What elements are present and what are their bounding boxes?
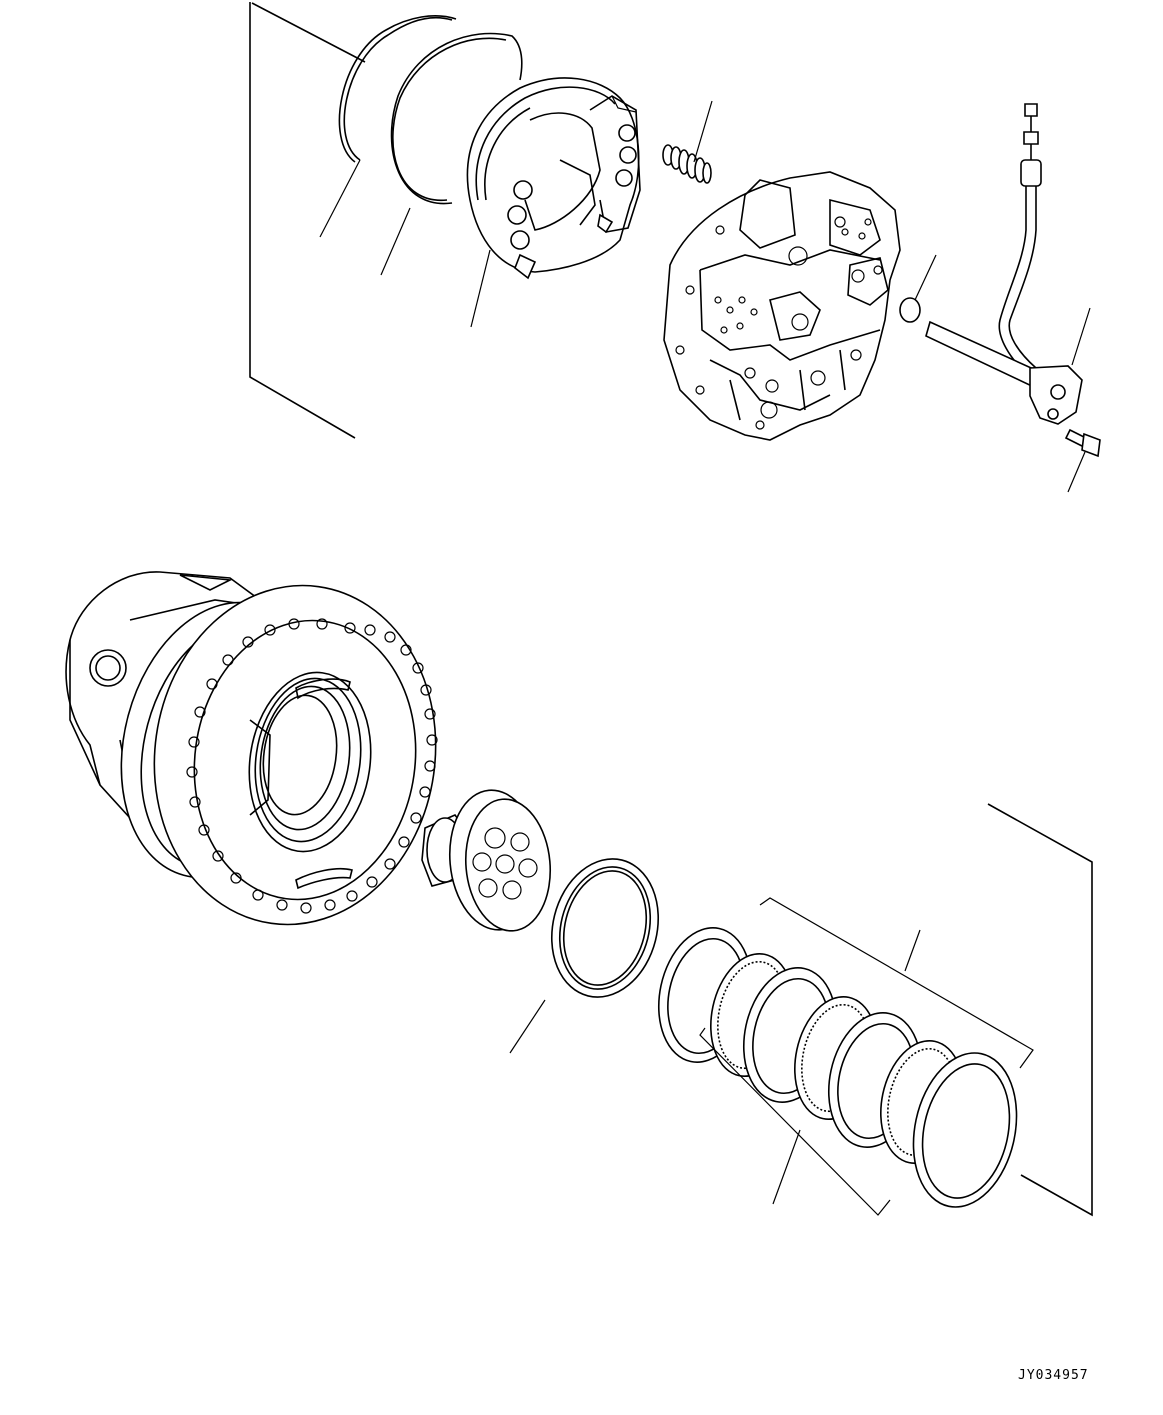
planet-carrier-part <box>422 786 556 934</box>
leader-lines-upper <box>320 101 1090 492</box>
disc-pack-part <box>647 919 1030 1217</box>
flange-bolt-holes <box>187 619 437 913</box>
spring-part <box>663 145 711 183</box>
speed-sensor-part <box>926 104 1082 424</box>
ring-inner-part <box>392 34 522 204</box>
leader-lines-lower <box>510 930 920 1204</box>
group-frame-upper <box>250 2 365 438</box>
o-ring-part <box>900 298 920 322</box>
group-frame-lower <box>988 804 1092 1215</box>
drawing-code-label: JY034957 <box>1018 1368 1089 1383</box>
brake-piston-part <box>467 78 640 278</box>
motor-case-part <box>664 172 900 440</box>
disc-group-brackets <box>700 898 1033 1215</box>
thrust-ring-part <box>538 847 673 1008</box>
hub-housing-part <box>66 567 457 943</box>
ring-outer-part <box>339 16 456 162</box>
bolt-part <box>1066 430 1100 456</box>
